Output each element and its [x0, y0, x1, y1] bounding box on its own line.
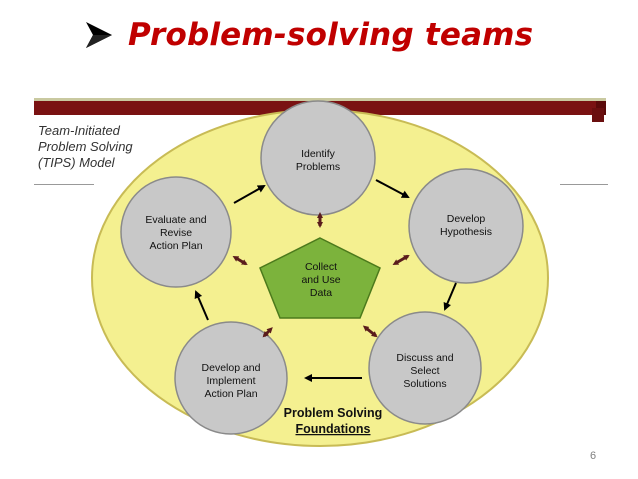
step-evaluate-line-3: Action Plan: [149, 240, 202, 252]
step-plan-line-3: Action Plan: [204, 388, 257, 400]
step-evaluate: Evaluate and Revise Action Plan: [120, 176, 232, 288]
step-identify-line-2: Problems: [296, 161, 340, 173]
step-hypothesis: Develop Hypothesis: [408, 168, 524, 284]
model-title-line-1: Team-Initiated: [38, 123, 121, 138]
foundation-label-line-2: Foundations: [296, 422, 371, 436]
arrow-bullet-icon: [86, 22, 112, 48]
data-arrow-evaluate: [232, 255, 248, 266]
data-arrows: [232, 212, 410, 338]
step-identify: Identify Problems: [260, 100, 376, 216]
divider-line-left: [34, 184, 94, 185]
data-arrow-hypothesis: [392, 254, 410, 266]
decorative-bar-stub: [592, 108, 604, 122]
step-solutions-line-3: Solutions: [403, 378, 446, 390]
step-evaluate-line-2: Revise: [160, 227, 192, 239]
data-arrow-solutions: [362, 325, 378, 338]
step-plan-line-1: Develop and: [202, 362, 261, 374]
model-title-line-2: Problem Solving: [38, 139, 133, 154]
step-hypothesis-line-1: Develop: [447, 213, 486, 225]
arrow-evaluate-to-identify: [233, 185, 266, 204]
divider-line-right: [560, 184, 608, 185]
title-row: Problem-solving teams: [84, 10, 533, 60]
step-identify-line-1: Identify: [301, 148, 336, 160]
step-solutions-line-1: Discuss and: [396, 352, 453, 364]
cycle-arrows: [194, 179, 457, 382]
arrow-hypothesis-to-solutions: [443, 282, 457, 311]
step-hypothesis-line-2: Hypothesis: [440, 226, 492, 238]
center-line-1: Collect: [305, 261, 337, 273]
page-number: 6: [590, 450, 597, 462]
model-title-line-3: (TIPS) Model: [38, 155, 116, 170]
foundation-label-line-1: Problem Solving: [284, 406, 383, 420]
slide-title: Problem-solving teams: [128, 17, 534, 53]
step-solutions: Discuss and Select Solutions: [368, 311, 482, 425]
step-evaluate-line-1: Evaluate and: [145, 214, 206, 226]
arrow-plan-to-evaluate: [194, 290, 209, 321]
collect-data-pentagon: [259, 237, 381, 319]
step-plan: Develop and Implement Action Plan: [174, 321, 288, 435]
center-line-3: Data: [310, 287, 332, 299]
data-arrow-plan: [262, 327, 273, 338]
step-solutions-line-2: Select: [410, 365, 439, 377]
step-plan-line-2: Implement: [206, 375, 255, 387]
model-title: Team-Initiated Problem Solving (TIPS) Mo…: [38, 123, 133, 170]
center-line-2: and Use: [301, 274, 340, 286]
arrow-identify-to-hypothesis: [375, 179, 410, 198]
